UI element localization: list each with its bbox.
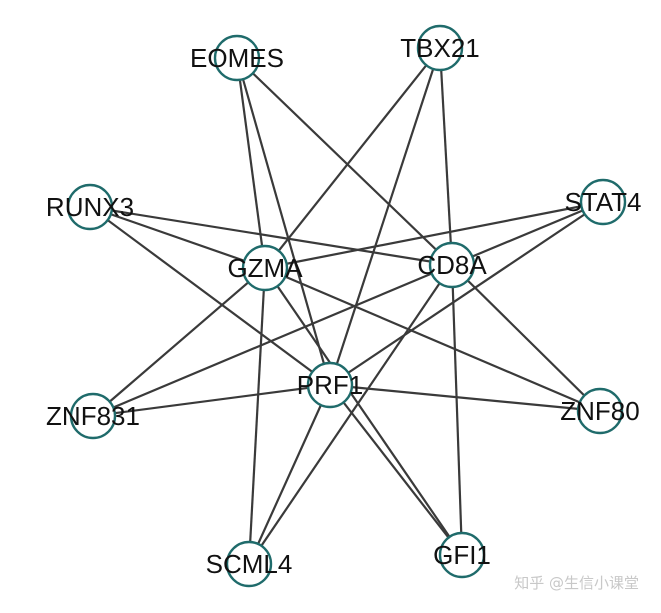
edge-runx3-gzma: [89, 205, 266, 270]
edge-gfi1-cd8a: [450, 264, 464, 556]
node-label: GFI1: [433, 540, 491, 570]
node-gzma[interactable]: GZMA: [227, 244, 303, 292]
edge-stat4-gzma: [264, 200, 604, 270]
node-znf831[interactable]: ZNF831: [46, 392, 140, 440]
node-runx3[interactable]: RUNX3: [46, 183, 134, 231]
edge-scml4-cd8a: [248, 264, 453, 565]
node-label: TBX21: [400, 33, 480, 63]
node-label: CD8A: [417, 250, 487, 280]
node-scml4[interactable]: SCML4: [206, 540, 293, 588]
node-circle[interactable]: [428, 241, 476, 289]
edge-runx3-cd8a: [89, 205, 453, 267]
edge-tbx21-cd8a: [438, 47, 454, 266]
node-circle[interactable]: [241, 244, 289, 292]
node-label: ZNF831: [46, 401, 140, 431]
edge-stat4-prf1: [329, 201, 604, 386]
node-label: GZMA: [227, 253, 303, 283]
edge-znf831-prf1: [92, 383, 331, 418]
watermark: 知乎 @生信小课堂: [514, 574, 639, 592]
node-tbx21[interactable]: TBX21: [400, 24, 480, 72]
node-label: EOMES: [190, 43, 284, 73]
node-label: ZNF80: [560, 396, 639, 426]
edge-znf80-cd8a: [451, 264, 601, 412]
edge-tbx21-prf1: [328, 47, 442, 386]
edge-eomes-prf1: [235, 57, 332, 386]
edges-layer: [89, 47, 604, 565]
node-circle[interactable]: [579, 178, 627, 226]
node-circle[interactable]: [416, 24, 464, 72]
edge-gfi1-gzma: [264, 267, 463, 556]
node-circle[interactable]: [69, 392, 117, 440]
edge-gfi1-prf1: [329, 384, 463, 556]
node-label: RUNX3: [46, 192, 134, 222]
node-circle[interactable]: [306, 361, 354, 409]
edge-stat4-cd8a: [451, 200, 604, 267]
node-circle[interactable]: [225, 540, 273, 588]
edge-eomes-gzma: [235, 57, 267, 269]
edge-runx3-prf1: [89, 206, 331, 386]
edge-znf80-prf1: [329, 383, 601, 413]
edge-tbx21-gzma: [264, 47, 441, 269]
node-circle[interactable]: [66, 183, 114, 231]
edge-scml4-prf1: [247, 384, 332, 565]
edge-znf80-gzma: [264, 266, 601, 413]
node-znf80[interactable]: ZNF80: [560, 387, 640, 435]
node-circle[interactable]: [438, 531, 486, 579]
edge-znf831-gzma: [92, 267, 266, 417]
node-stat4[interactable]: STAT4: [564, 178, 642, 226]
node-label: PRF1: [297, 370, 363, 400]
edge-znf831-cd8a: [92, 263, 453, 418]
node-eomes[interactable]: EOMES: [190, 34, 284, 82]
node-circle[interactable]: [576, 387, 624, 435]
node-cd8a[interactable]: CD8A: [417, 241, 487, 289]
node-label: SCML4: [206, 549, 293, 579]
node-label: STAT4: [564, 187, 641, 217]
node-circle[interactable]: [213, 34, 261, 82]
edge-scml4-gzma: [247, 267, 267, 565]
node-prf1[interactable]: PRF1: [297, 361, 363, 409]
node-gfi1[interactable]: GFI1: [433, 531, 491, 579]
edge-eomes-cd8a: [236, 57, 453, 266]
